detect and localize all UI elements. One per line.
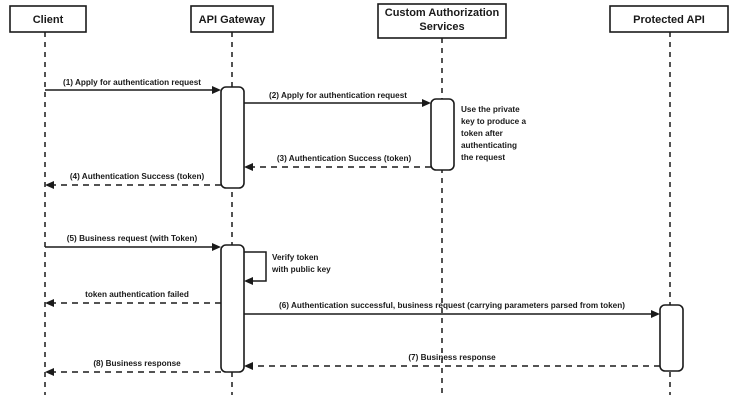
message-8-label: (8) Business response: [93, 359, 181, 368]
message-7-arrowhead: [244, 362, 253, 370]
message-3-arrowhead: [244, 163, 253, 171]
message-4-arrowhead: [45, 181, 54, 189]
message-2-label: (2) Apply for authentication request: [269, 91, 407, 100]
activation-rect-protected-api: [659, 304, 684, 372]
participant-box-api-gateway[interactable]: API Gateway: [190, 5, 274, 33]
note-private-key-line5: the request: [461, 153, 505, 162]
message-1-group[interactable]: (1) Apply for authentication request: [45, 78, 221, 94]
participant-label-client: Client: [33, 14, 64, 26]
participant-rect-client: [9, 5, 87, 33]
message-4-group[interactable]: (4) Authentication Success (token): [45, 172, 221, 189]
message-7-group[interactable]: (7) Business response: [244, 353, 660, 370]
note-private-key-line3: token after: [461, 129, 504, 138]
message-6-label: (6) Authentication successful, business …: [279, 301, 625, 310]
activation-custom-auth: [430, 98, 455, 171]
activation-api-gateway-auth: [220, 86, 245, 189]
participant-box-protected-api[interactable]: Protected API: [609, 5, 729, 33]
message-5-arrowhead: [212, 243, 221, 251]
note-private-key-line2: key to produce a: [461, 117, 527, 126]
self-message-verify-token-label-line1: Verify token: [272, 253, 318, 262]
message-7-label: (7) Business response: [408, 353, 496, 362]
note-private-key-group: Use the private key to produce a token a…: [461, 105, 527, 162]
activation-rect-api-gateway-business: [220, 244, 245, 373]
message-8-arrowhead: [45, 368, 54, 376]
participant-label-custom-auth-line2: Services: [419, 21, 464, 33]
activation-protected-api: [659, 304, 684, 372]
participant-rect-protected-api: [609, 5, 729, 33]
message-5-label: (5) Business request (with Token): [67, 234, 198, 243]
message-token-auth-failed-arrowhead: [45, 299, 54, 307]
activation-rect-api-gateway-auth: [220, 86, 245, 189]
participant-label-api-gateway: API Gateway: [199, 14, 267, 26]
participant-rect-custom-auth: [377, 3, 507, 39]
participant-label-custom-auth-line1: Custom Authorization: [385, 7, 500, 19]
message-6-group[interactable]: (6) Authentication successful, business …: [244, 301, 660, 318]
participant-rect-api-gateway: [190, 5, 274, 33]
message-2-group[interactable]: (2) Apply for authentication request: [244, 91, 431, 107]
note-private-key-line4: authenticating: [461, 141, 517, 150]
activation-rect-custom-auth: [430, 98, 455, 171]
self-message-verify-token-path: [244, 251, 267, 282]
participant-box-custom-auth[interactable]: Custom Authorization Services: [377, 3, 507, 39]
message-1-arrowhead: [212, 86, 221, 94]
self-message-verify-token-label-line2: with public key: [271, 265, 331, 274]
message-4-label: (4) Authentication Success (token): [70, 172, 205, 181]
message-3-label: (3) Authentication Success (token): [277, 154, 412, 163]
message-2-arrowhead: [422, 99, 431, 107]
self-message-verify-token-arrowhead: [244, 277, 253, 285]
message-5-group[interactable]: (5) Business request (with Token): [45, 234, 221, 251]
activation-api-gateway-business: [220, 244, 245, 373]
self-message-verify-token-group[interactable]: Verify token with public key: [244, 251, 331, 285]
message-token-auth-failed-group[interactable]: token authentication failed: [45, 290, 221, 307]
participant-label-protected-api: Protected API: [633, 14, 705, 26]
message-1-label: (1) Apply for authentication request: [63, 78, 201, 87]
note-private-key-line1: Use the private: [461, 105, 520, 114]
message-3-group[interactable]: (3) Authentication Success (token): [244, 154, 431, 171]
message-8-group[interactable]: (8) Business response: [45, 359, 221, 376]
participant-box-client[interactable]: Client: [9, 5, 87, 33]
message-6-arrowhead: [651, 310, 660, 318]
message-token-auth-failed-label: token authentication failed: [85, 290, 189, 299]
